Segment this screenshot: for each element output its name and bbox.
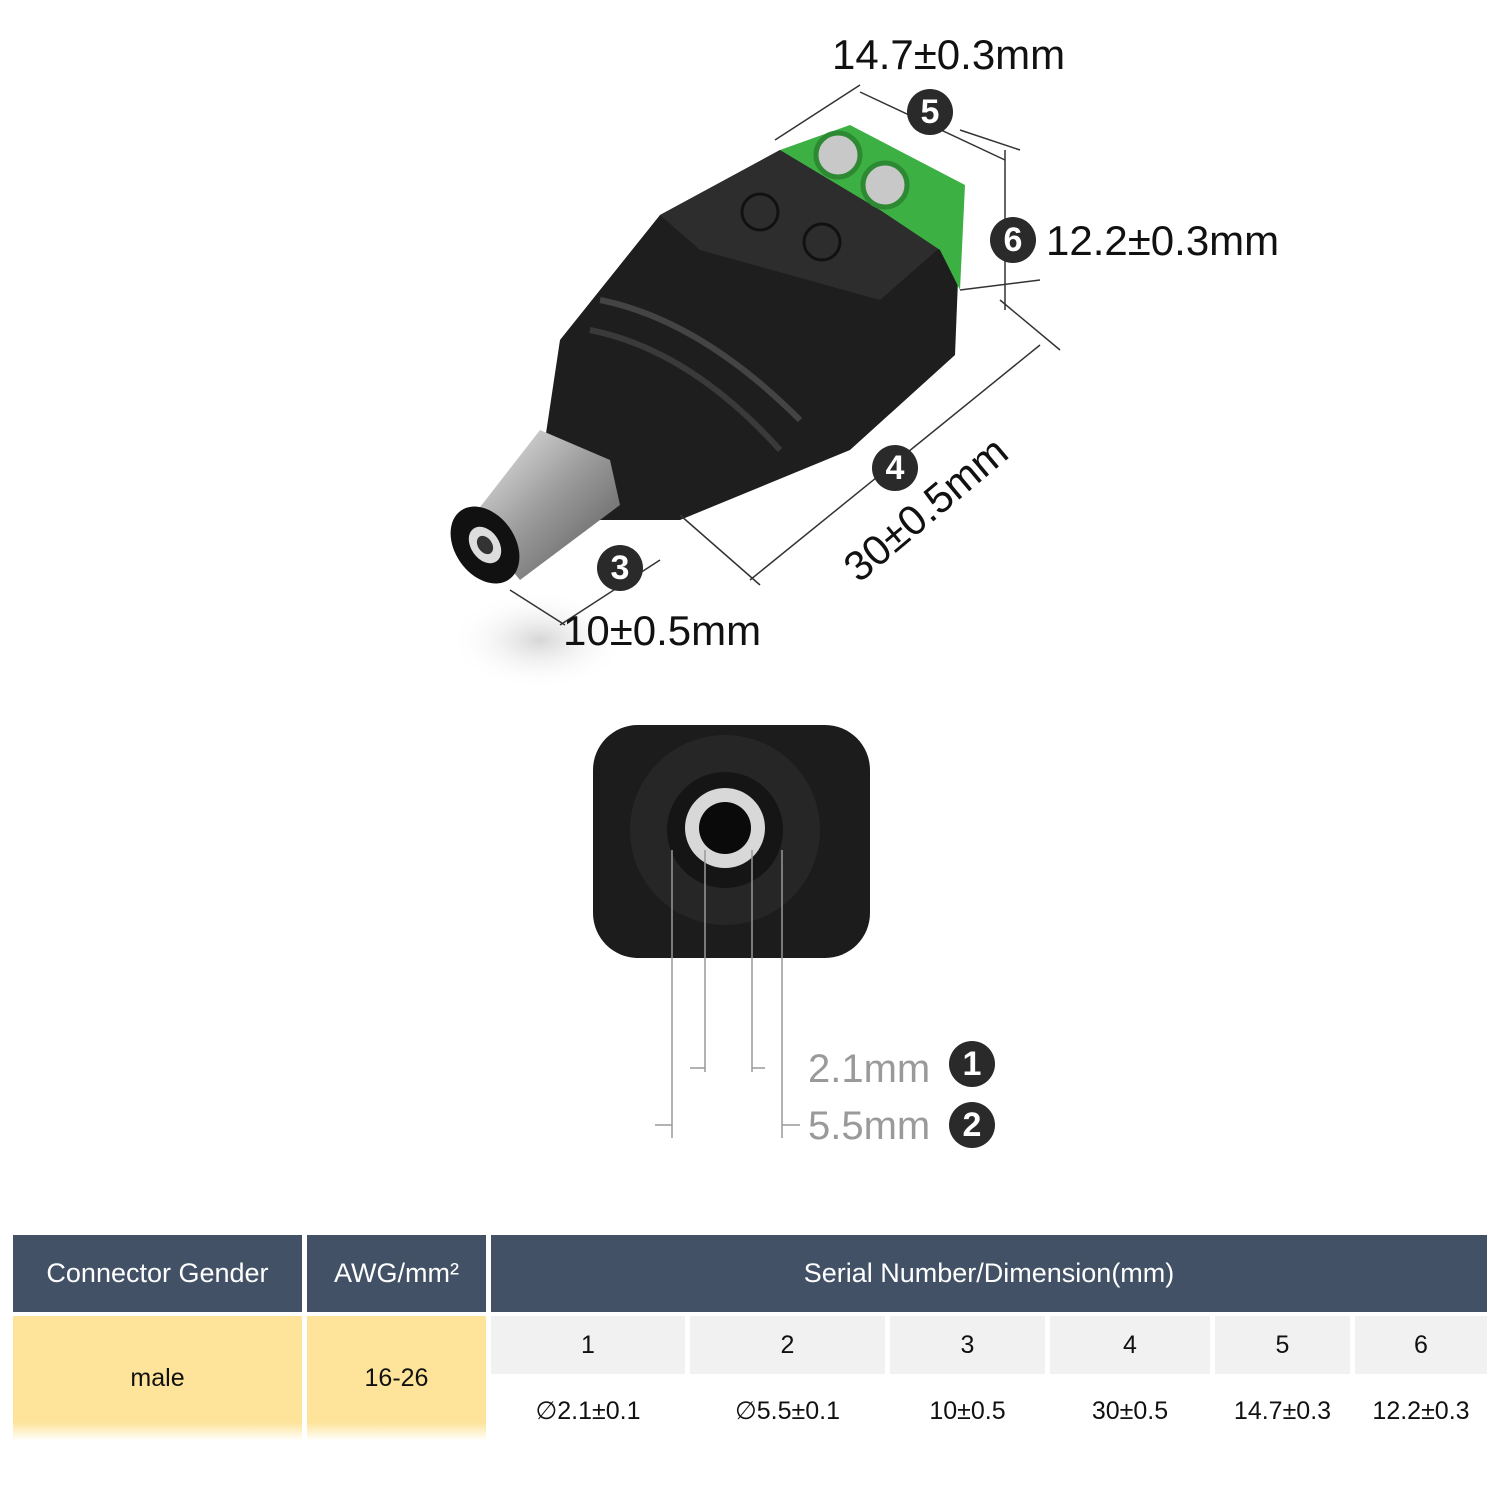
serial-6: 6 — [1355, 1316, 1487, 1374]
badge-5: 5 — [907, 89, 953, 135]
serial-5: 5 — [1215, 1316, 1350, 1374]
awg-value: 16-26 — [307, 1316, 486, 1441]
connector-body — [545, 150, 960, 520]
dimension-2-label: 5.5mm — [808, 1104, 931, 1148]
value-5: 14.7±0.3 — [1215, 1380, 1350, 1442]
badge-3: 3 — [597, 545, 643, 591]
value-1: ∅2.1±0.1 — [491, 1380, 685, 1442]
value-6: 12.2±0.3 — [1355, 1380, 1487, 1442]
serial-3: 3 — [890, 1316, 1045, 1374]
dimension-1-label: 2.1mm — [808, 1047, 931, 1091]
front-dimension-lines — [655, 850, 800, 1138]
header-gender: Connector Gender — [13, 1235, 302, 1312]
value-4: 30±0.5 — [1050, 1380, 1210, 1442]
badge-2: 2 — [949, 1102, 995, 1148]
dimension-6-label: 12.2±0.3mm — [1046, 217, 1280, 264]
header-awg: AWG/mm² — [307, 1235, 486, 1312]
spec-table: Connector Gender AWG/mm² Serial Number/D… — [13, 1235, 1487, 1445]
connector-illustration — [450, 84, 1061, 1138]
value-3: 10±0.5 — [890, 1380, 1045, 1442]
barrel-plug — [450, 430, 620, 584]
screw-terminal — [780, 125, 965, 290]
serial-4: 4 — [1050, 1316, 1210, 1374]
dimension-3-label: 10±0.5mm — [563, 607, 762, 654]
value-2: ∅5.5±0.1 — [690, 1380, 885, 1442]
dimension-5-label: 14.7±0.3mm — [832, 31, 1066, 78]
serial-2: 2 — [690, 1316, 885, 1374]
badge-6: 6 — [990, 217, 1036, 263]
badge-4: 4 — [872, 445, 918, 491]
gender-value: male — [13, 1316, 302, 1441]
front-view — [593, 725, 870, 958]
serial-1: 1 — [491, 1316, 685, 1374]
header-dimension: Serial Number/Dimension(mm) — [491, 1235, 1487, 1312]
badge-1: 1 — [949, 1041, 995, 1087]
